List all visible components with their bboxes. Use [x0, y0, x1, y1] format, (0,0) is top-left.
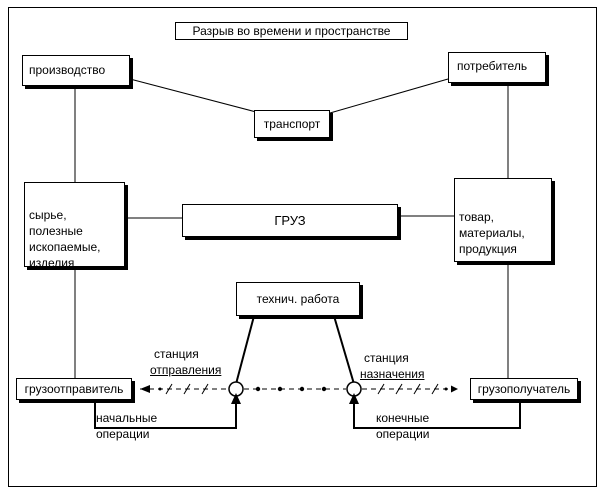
box-transport-text: транспорт [263, 117, 321, 131]
box-consumer-text: потребитель [457, 59, 528, 73]
box-raw-materials-text: сырье, полезные ископаемые, изделия [29, 208, 101, 270]
box-production: производство [22, 55, 130, 86]
box-transport: транспорт [254, 110, 330, 138]
final-operations-label: конечные операции [376, 411, 430, 441]
departure-station-label-1: станция [154, 346, 199, 362]
diagram-title-text: Разрыв во времени и пространстве [192, 24, 391, 38]
box-raw-materials: сырье, полезные ископаемые, изделия [24, 182, 125, 270]
box-goods-text: товар, материалы, продукция [459, 210, 525, 256]
box-shipper-text: грузоотправитель [24, 382, 124, 396]
departure-station-label-2: отправления [150, 362, 222, 378]
line-tech-left [235, 315, 255, 385]
rail-dots [158, 386, 448, 392]
initial-ops-bracket [94, 400, 237, 429]
rail-ticks-left [165, 383, 209, 395]
departure-up-arrow [231, 393, 241, 404]
box-receiver: грузополучатель [470, 378, 578, 400]
box-production-text: производство [29, 63, 106, 77]
box-tech-work-text: технич. работа [256, 292, 340, 306]
final-ops-bracket [353, 400, 521, 429]
arrival-station-label-2: назначения [360, 366, 425, 382]
box-goods: товар, материалы, продукция [454, 178, 552, 262]
line-tech-right [333, 315, 355, 385]
box-shipper: грузоотправитель [16, 378, 132, 400]
line-production-transport [129, 78, 261, 114]
box-receiver-text: грузополучатель [477, 382, 571, 396]
arrival-up-arrow [349, 393, 359, 404]
box-consumer: потребитель [448, 52, 546, 83]
diagram-title: Разрыв во времени и пространстве [175, 22, 408, 40]
initial-operations-label: начальные операции [96, 411, 158, 441]
arrow-left-head [140, 385, 150, 393]
box-tech-work: технич. работа [236, 282, 360, 316]
rail-ticks-right [377, 383, 439, 395]
line-consumer-transport [329, 78, 449, 114]
arrival-station-label-1: станция [364, 350, 409, 366]
box-cargo: ГРУЗ [182, 204, 398, 237]
box-cargo-text: ГРУЗ [274, 212, 306, 228]
diagram-frame [8, 7, 597, 487]
